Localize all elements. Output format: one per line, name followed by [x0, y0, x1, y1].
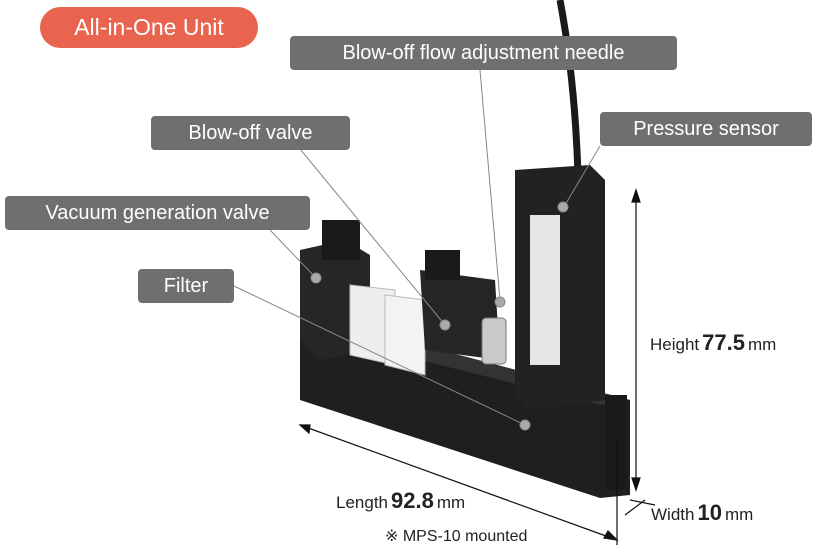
blowoff-valve-body [420, 270, 500, 360]
all-in-one-unit-badge: All-in-One Unit [40, 7, 258, 48]
width-label: Width [651, 505, 695, 524]
label-blowoff-flow-needle: Blow-off flow adjustment needle [290, 36, 677, 70]
sensor-cable [556, 0, 582, 176]
mounting-note: ※ MPS-10 mounted [385, 528, 528, 545]
label-pressure-sensor: Pressure sensor [600, 112, 812, 146]
width-unit: mm [724, 505, 754, 524]
sensor-label-plate [530, 215, 560, 365]
needle-knob [481, 317, 507, 365]
height-value: 77.5 [702, 330, 745, 355]
length-unit: mm [436, 493, 466, 512]
width-value: 10 [697, 500, 722, 525]
height-label: Height [650, 335, 700, 354]
length-value: 92.8 [391, 488, 434, 513]
label-filter: Filter [138, 269, 234, 303]
length-label: Length [336, 493, 388, 512]
label-blowoff-valve: Blow-off valve [151, 116, 350, 150]
label-vacuum-generation-valve: Vacuum generation valve [5, 196, 310, 230]
height-unit: mm [747, 335, 777, 354]
manifold-base [300, 325, 630, 498]
